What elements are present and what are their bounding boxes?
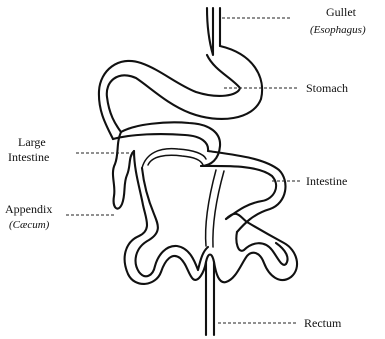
large-intestine-label-line1: Large — [18, 135, 46, 149]
gullet-tube — [207, 8, 220, 55]
appendix — [113, 132, 134, 209]
lower-intestine — [125, 151, 297, 284]
stomach-label: Stomach — [306, 81, 348, 95]
appendix-alt-label: (Cæcum) — [9, 219, 50, 231]
large-intestine-label-line2: Intestine — [8, 150, 49, 164]
upper-coil — [142, 149, 206, 168]
gullet-alt-label: (Esophagus) — [310, 24, 366, 36]
rectum-label: Rectum — [304, 316, 342, 330]
large-intestine — [113, 122, 220, 166]
stomach — [99, 46, 262, 139]
gullet-label: Gullet — [326, 5, 357, 19]
rectum — [206, 262, 214, 335]
appendix-label: Appendix — [5, 202, 52, 216]
inner-diagonal-fold — [206, 170, 224, 247]
intestine-label: Intestine — [306, 174, 347, 188]
